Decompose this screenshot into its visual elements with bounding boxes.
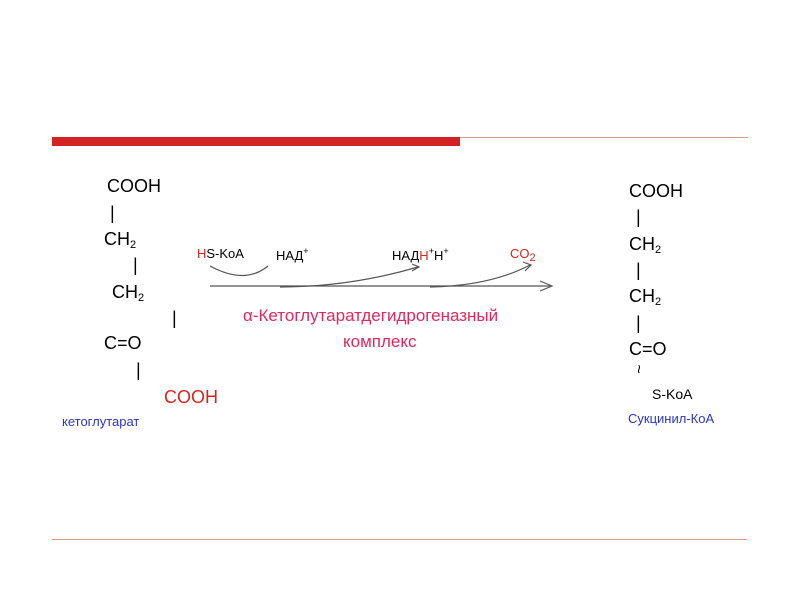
product-ch2-2: CH2 <box>629 286 662 308</box>
product-bond-3: | <box>636 313 641 333</box>
product-name: Сукцинил-КоА <box>628 411 715 426</box>
product-carbonyl: C=O <box>629 339 667 359</box>
product-cooh: COOH <box>629 181 683 201</box>
hskoa-label: HS-KoA <box>197 246 244 261</box>
nad-label: НАД+ <box>276 246 309 263</box>
co2-out-arrow <box>429 264 531 288</box>
substrate-name: кетоглутарат <box>62 414 140 429</box>
product-ch2-1: CH2 <box>629 234 662 256</box>
product-skoa: S-KoA <box>652 386 693 402</box>
top-accent-bar <box>52 137 460 146</box>
substrate-cooh-top: COOH <box>107 176 161 196</box>
substrate-bond-3: | <box>172 308 177 328</box>
hskoa-in-arrow <box>209 265 269 276</box>
enzyme-name-line1: α-Кетоглутаратдегидрогеназный <box>243 306 499 325</box>
co2-label: CO2 <box>510 246 536 264</box>
substrate-ch2-1: CH2 <box>104 229 137 251</box>
substrate-bond-2: | <box>133 255 138 275</box>
substrate-cooh-bottom: COOH <box>164 387 218 407</box>
co2-arrowhead <box>522 261 533 272</box>
bottom-thin-line <box>52 539 747 540</box>
main-arrowhead <box>539 280 554 292</box>
substrate-bond-4: | <box>136 360 141 380</box>
nad-to-nadh-arrow <box>279 266 419 288</box>
nadh-label: НАДН+Н+ <box>392 246 449 263</box>
product-bond-2: | <box>636 260 641 280</box>
enzyme-name-line2: комплекс <box>343 332 417 351</box>
nad-arrowhead <box>411 263 421 272</box>
substrate-ch2-2: CH2 <box>112 282 145 304</box>
product-bond-1: | <box>636 207 641 227</box>
product-highenergy-bond: ~ <box>629 364 647 374</box>
substrate-bond-1: | <box>110 203 115 223</box>
top-thin-line <box>460 137 748 138</box>
substrate-carbonyl: C=O <box>104 333 142 353</box>
